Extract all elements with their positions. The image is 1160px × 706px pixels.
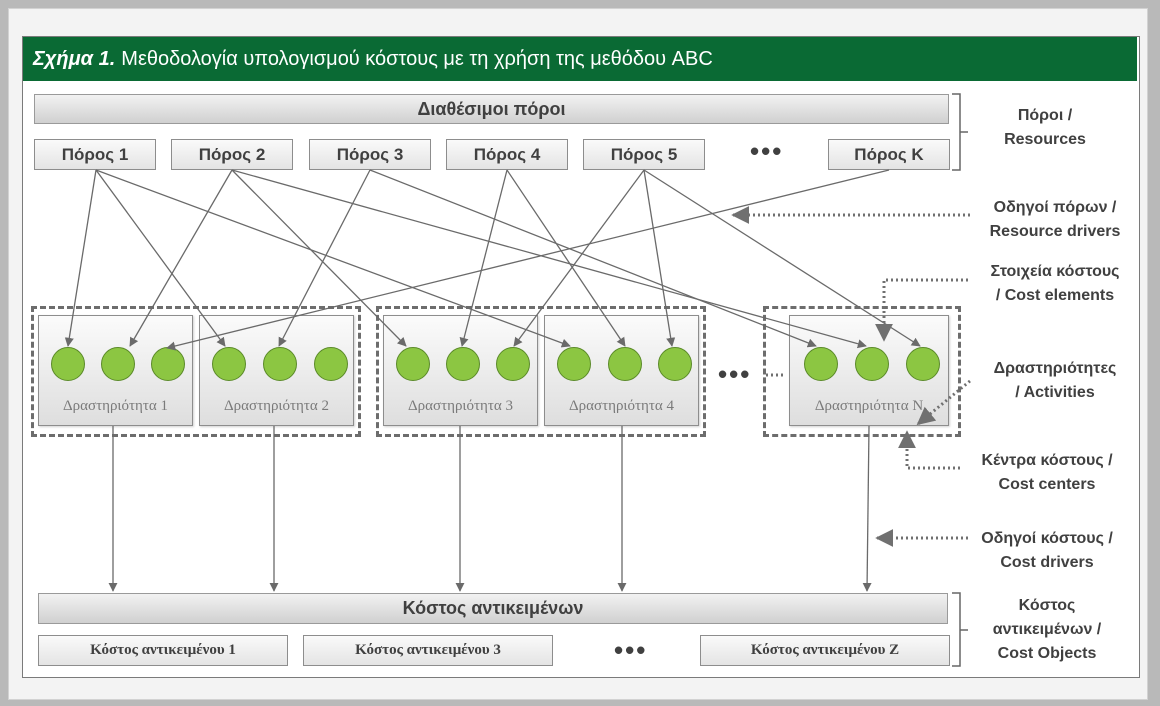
figure-header: Σχήμα 1.Μεθοδολογία υπολογισμού κόστους …	[23, 37, 1137, 81]
activity-label: Δραστηριότητα 1	[63, 398, 168, 414]
label-resources-line-2: Resources	[1004, 131, 1086, 148]
label-resources: Πόροι / Resources	[985, 104, 1105, 152]
activity-label: Δραστηριότητα 3	[408, 398, 513, 414]
resource-box-3: Πόρος 3	[309, 139, 431, 170]
cost-element-dot	[906, 347, 940, 381]
resource-driver-arrow	[459, 169, 508, 347]
cost-element-dot	[101, 347, 135, 381]
resources-bracket	[952, 93, 968, 171]
resource-label: Πόρος 1	[61, 144, 129, 164]
cost-element-dot	[658, 347, 692, 381]
cost-centers-pointer	[898, 430, 960, 470]
cost-object-label: Κόστος αντικειμένου 3	[355, 642, 501, 658]
figure-number: Σχήμα 1.	[33, 48, 116, 70]
resource-driver-arrow	[64, 169, 97, 347]
resource-driver-arrow	[513, 169, 645, 347]
cost-objects-ellipsis: •••	[614, 635, 648, 665]
label-activities-line-2: / Activities	[1015, 384, 1095, 401]
label-cost-elements-line-1: Στοιχεία κόστους	[990, 263, 1120, 280]
resource-driver-arrow	[231, 169, 407, 347]
resource-driver-arrow	[278, 169, 371, 347]
resources-ellipsis: •••	[750, 136, 784, 166]
cost-element-dot	[855, 347, 889, 381]
label-cost-objects-line-3: Cost Objects	[997, 645, 1097, 662]
cost-element-dot	[314, 347, 348, 381]
cost-element-dot	[446, 347, 480, 381]
label-cost-drivers-line-2: Cost drivers	[1000, 554, 1094, 571]
resource-label: Πόρος Κ	[854, 144, 924, 164]
resource-driver-arrow	[369, 169, 817, 348]
cost-driver-arrow	[862, 425, 872, 592]
label-cost-objects: Κόστος αντικειμένων / Cost Objects	[970, 594, 1124, 666]
activity-label: Δραστηριότητα 2	[224, 398, 329, 414]
cost-center-group-3	[763, 306, 961, 437]
label-resources-line-1: Πόροι /	[1017, 107, 1073, 124]
label-resource-drivers: Οδηγοί πόρων / Resource drivers	[978, 196, 1132, 244]
cost-element-dot	[557, 347, 591, 381]
resource-label: Πόρος 2	[198, 144, 266, 164]
label-cost-elements: Στοιχεία κόστους / Cost elements	[978, 260, 1132, 308]
cost-objects-header-bar: Κόστος αντικειμένων	[38, 593, 948, 624]
resource-driver-arrow	[95, 169, 226, 347]
resource-driver-arrow	[95, 169, 571, 348]
resource-label: Πόρος 4	[473, 144, 541, 164]
label-resource-drivers-line-1: Οδηγοί πόρων /	[993, 199, 1117, 216]
resource-box-2: Πόρος 2	[171, 139, 293, 170]
cost-element-dot	[51, 347, 85, 381]
label-cost-objects-line-1: Κόστος	[1018, 597, 1076, 614]
resource-driver-arrow	[643, 169, 676, 347]
cost-element-dot	[263, 347, 297, 381]
cost-center-group-2	[376, 306, 706, 437]
resource-driver-arrow	[643, 169, 921, 347]
label-cost-centers-line-2: Cost centers	[998, 476, 1096, 493]
cost-element-dot	[396, 347, 430, 381]
resource-driver-arrow	[506, 169, 626, 347]
cost-object-label: Κόστος αντικειμένου Ζ	[750, 642, 900, 658]
activity-label: Δραστηριότητα Ν	[814, 398, 924, 414]
resource-box-k: Πόρος Κ	[828, 139, 950, 170]
resource-box-4: Πόρος 4	[446, 139, 568, 170]
cost-object-box-z: Κόστος αντικειμένου Ζ	[700, 635, 950, 666]
label-resource-drivers-line-2: Resource drivers	[989, 223, 1121, 240]
label-activities-line-1: Δραστηριότητες	[993, 360, 1117, 377]
figure-title: Μεθοδολογία υπολογισμού κόστους με τη χρ…	[121, 48, 713, 70]
cost-object-box-1: Κόστος αντικειμένου 1	[38, 635, 288, 666]
cost-element-dot	[496, 347, 530, 381]
cost-objects-header-label: Κόστος αντικειμένων	[402, 598, 584, 618]
cost-element-dot	[804, 347, 838, 381]
cost-object-box-3: Κόστος αντικειμένου 3	[303, 635, 553, 666]
label-cost-drivers: Οδηγοί κόστους / Cost drivers	[970, 527, 1124, 575]
cost-element-dot	[212, 347, 246, 381]
label-cost-objects-line-2: αντικειμένων /	[992, 621, 1102, 638]
cost-object-label: Κόστος αντικειμένου 1	[90, 642, 236, 658]
resource-driver-arrow	[231, 169, 867, 349]
activities-ellipsis: •••	[718, 359, 752, 389]
resource-driver-arrow	[129, 169, 233, 347]
resource-label: Πόρος 5	[610, 144, 678, 164]
resources-header-bar: Διαθέσιμοι πόροι	[34, 94, 949, 124]
cost-element-dot	[608, 347, 642, 381]
label-cost-elements-line-2: / Cost elements	[995, 287, 1115, 304]
resources-header-label: Διαθέσιμοι πόροι	[417, 98, 566, 119]
label-cost-drivers-line-1: Οδηγοί κόστους /	[981, 530, 1113, 547]
activity-label: Δραστηριότητα 4	[569, 398, 674, 414]
label-cost-centers: Κέντρα κόστους / Cost centers	[970, 449, 1124, 497]
cost-objects-bracket	[952, 592, 968, 667]
activities-pointer	[916, 379, 971, 426]
label-cost-centers-line-1: Κέντρα κόστους /	[981, 452, 1113, 469]
resource-label: Πόρος 3	[336, 144, 404, 164]
resource-box-5: Πόρος 5	[583, 139, 705, 170]
resource-driver-arrow	[166, 169, 890, 351]
resource-box-1: Πόρος 1	[34, 139, 156, 170]
label-activities: Δραστηριότητες / Activities	[978, 357, 1132, 405]
